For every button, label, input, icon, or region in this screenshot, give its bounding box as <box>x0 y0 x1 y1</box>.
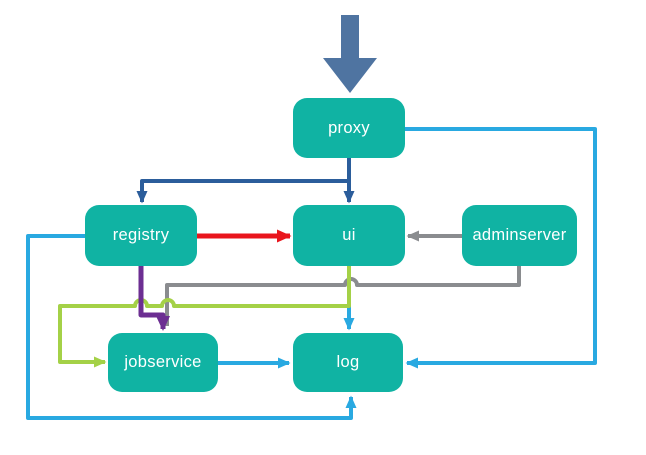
node-log: log <box>293 333 403 392</box>
node-adminserver-label: adminserver <box>472 226 567 244</box>
node-jobservice-label: jobservice <box>124 353 202 371</box>
node-registry: registry <box>85 205 197 266</box>
edge-registry-to-jobservice <box>138 266 170 331</box>
edge-registry-to-log <box>26 234 357 420</box>
node-proxy: proxy <box>293 98 405 158</box>
edge-proxy-to-registry <box>136 179 349 204</box>
edge-proxy-to-log <box>405 127 597 369</box>
node-proxy-label: proxy <box>328 118 370 137</box>
external-traffic-arrow <box>323 15 377 93</box>
node-ui: ui <box>293 205 405 266</box>
node-ui-label: ui <box>342 226 356 244</box>
node-log-label: log <box>336 353 360 371</box>
edge-ui-to-jobservice <box>58 266 351 368</box>
node-registry-label: registry <box>112 226 170 244</box>
node-jobservice: jobservice <box>108 333 218 392</box>
node-adminserver: adminserver <box>462 205 577 266</box>
edge-adminserver-to-jobservice <box>165 266 521 326</box>
